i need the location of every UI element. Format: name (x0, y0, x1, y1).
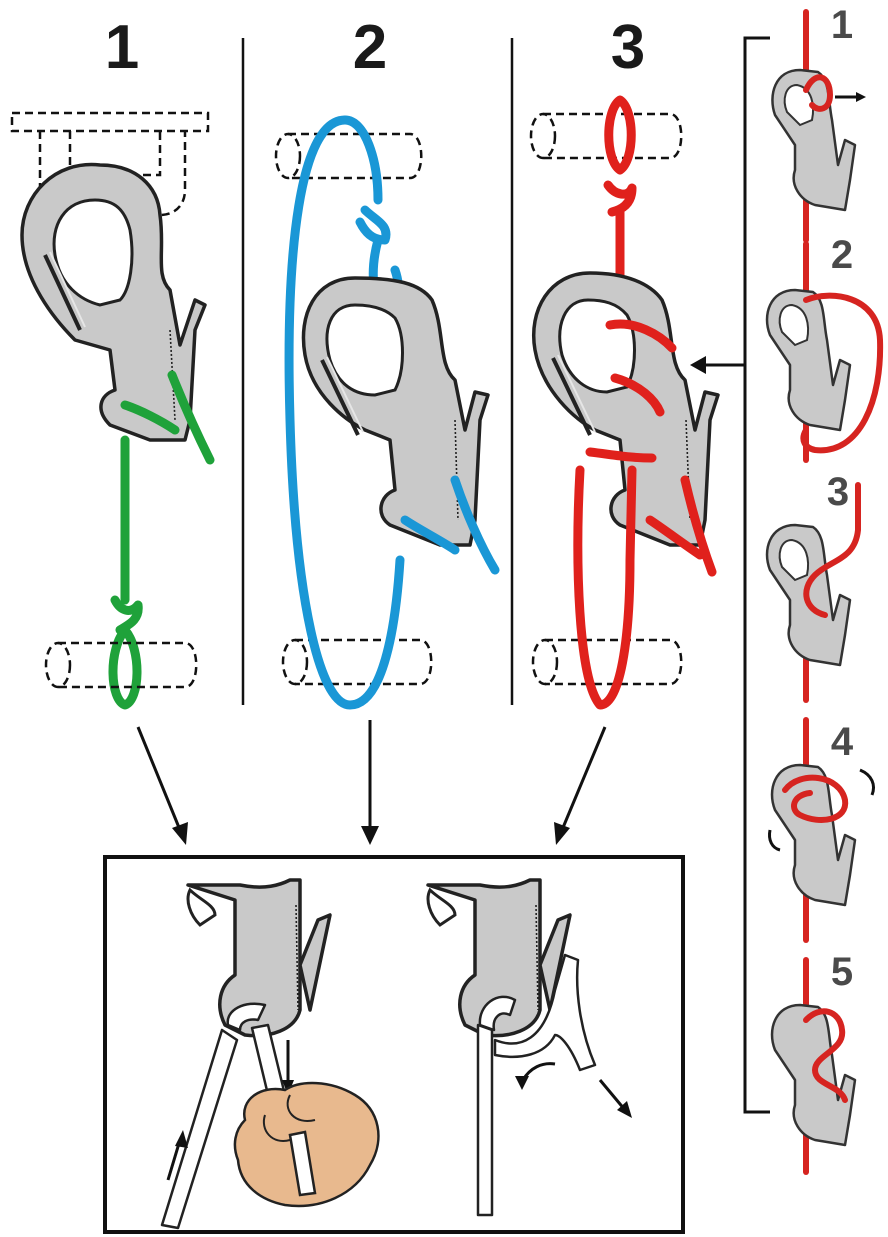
arrows-to-detail (138, 720, 605, 845)
step-2-number: 2 (353, 13, 387, 82)
substeps-column: 1 2 3 4 (767, 3, 880, 1172)
dashed-anchor-bottom-3 (533, 640, 681, 684)
step-1-number: 1 (105, 13, 139, 82)
substep-4-number: 4 (831, 720, 854, 764)
dashed-anchor-bottom-1 (46, 643, 196, 687)
panel-2-blue-rope (276, 120, 495, 705)
panel-1-green-rope (12, 113, 210, 705)
substeps-bracket (690, 38, 770, 1112)
substep-1: 1 (772, 3, 866, 240)
substep-3: 3 (767, 470, 858, 700)
substep-3-number: 3 (827, 470, 849, 514)
detail-box (105, 857, 683, 1232)
substep-2: 2 (767, 233, 880, 460)
dashed-anchor-top-2 (276, 134, 421, 178)
substep-4: 4 (769, 720, 873, 940)
step-3-number: 3 (611, 13, 645, 82)
substep-2-number: 2 (831, 233, 853, 277)
dashed-anchor-bottom-2 (283, 640, 431, 684)
substep-5-number: 5 (831, 950, 853, 994)
substep-1-number: 1 (831, 3, 853, 47)
panel-3-red-rope (531, 100, 718, 705)
substep-5: 5 (772, 950, 855, 1172)
